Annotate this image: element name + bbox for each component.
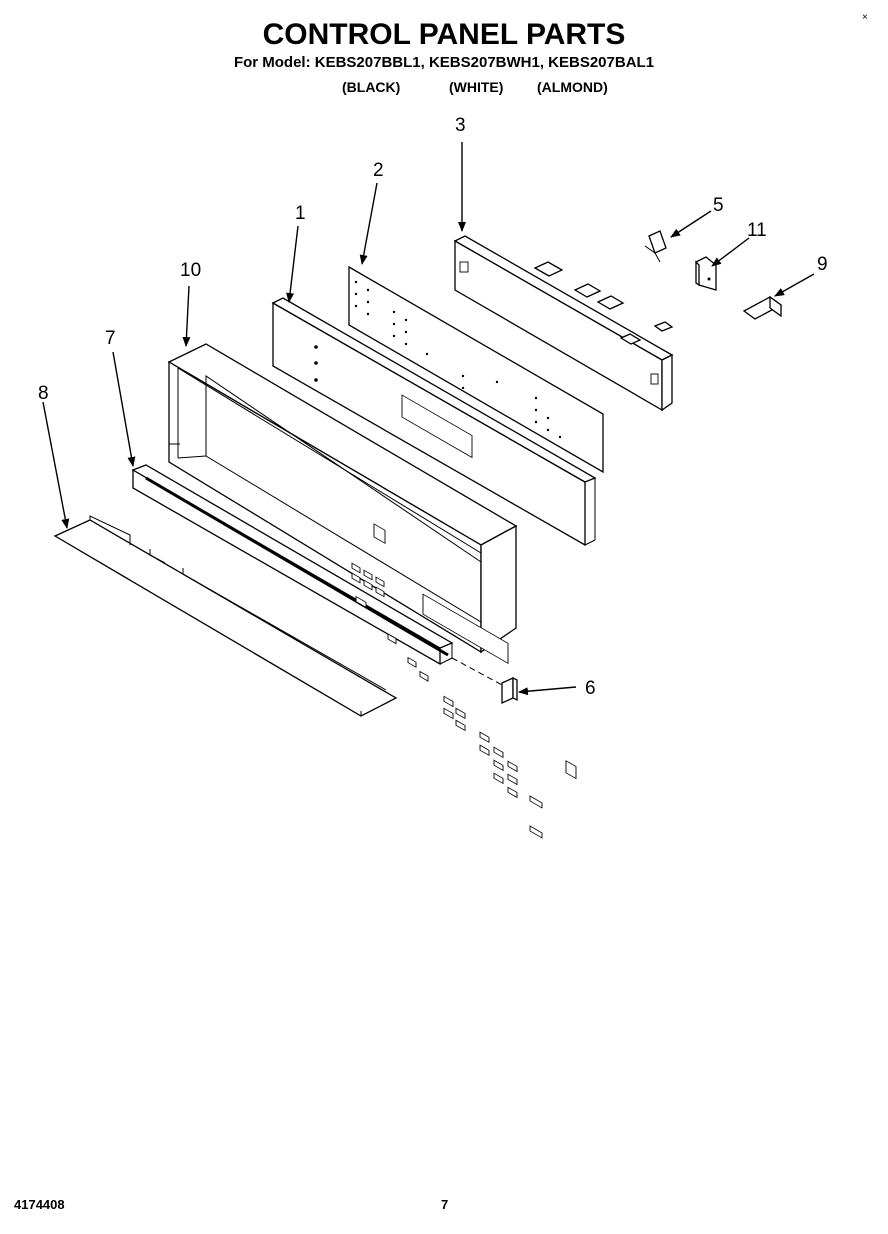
callout-10: 10 bbox=[180, 260, 201, 281]
part-10-frame-housing bbox=[167, 343, 518, 654]
page-number: 7 bbox=[441, 1197, 449, 1212]
part-3-control-board bbox=[453, 235, 674, 412]
callout-7: 7 bbox=[105, 328, 116, 349]
color-almond-label: (ALMOND) bbox=[537, 79, 608, 95]
document-id: 4174408 bbox=[14, 1197, 65, 1212]
part-8-trim-strip bbox=[53, 515, 398, 717]
part-5-clip bbox=[644, 230, 667, 263]
callout-6: 6 bbox=[585, 678, 596, 699]
callout-8: 8 bbox=[38, 383, 49, 404]
part-2-inner-panel bbox=[348, 265, 604, 780]
page-title: CONTROL PANEL PARTS bbox=[262, 18, 626, 51]
callout-3: 3 bbox=[455, 115, 466, 136]
part-1-control-overlay bbox=[271, 297, 597, 839]
callout-2: 2 bbox=[373, 160, 384, 181]
part-9-shield bbox=[742, 295, 783, 320]
model-list: For Model: KEBS207BBL1, KEBS207BWH1, KEB… bbox=[233, 54, 655, 71]
part-7-lower-strip bbox=[131, 464, 454, 666]
part-6-clip bbox=[501, 676, 518, 705]
callout-9: 9 bbox=[817, 254, 828, 275]
callout-5: 5 bbox=[713, 195, 724, 216]
callout-11: 11 bbox=[747, 220, 767, 241]
corner-mark: × bbox=[862, 12, 868, 23]
callout-1: 1 bbox=[295, 203, 306, 224]
part-11-bracket bbox=[695, 256, 717, 291]
leader-lines bbox=[42, 142, 815, 696]
color-white-label: (WHITE) bbox=[449, 79, 504, 95]
color-black-label: (BLACK) bbox=[342, 79, 401, 95]
